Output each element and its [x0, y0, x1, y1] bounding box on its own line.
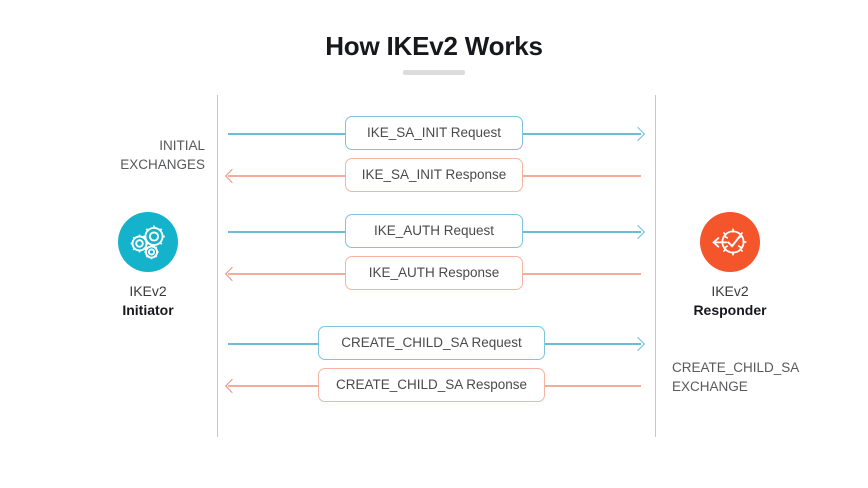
responder-role: Responder [693, 302, 767, 318]
actor-initiator[interactable]: IKEv2 Initiator [68, 212, 228, 320]
response-wire-right [523, 273, 641, 275]
title-divider [403, 70, 465, 75]
arrow-left-icon [224, 168, 240, 184]
message-label-box[interactable]: IKE_AUTH Response [345, 256, 523, 290]
response-wire-left [228, 385, 318, 387]
gears-icon [118, 212, 178, 272]
initiator-badge [118, 212, 178, 272]
initiator-role: Initiator [122, 302, 174, 318]
arrow-left-icon [224, 378, 240, 394]
message-label-box[interactable]: IKE_AUTH Request [345, 214, 523, 248]
response-wire-right [523, 175, 641, 177]
message-label-box[interactable]: IKE_SA_INIT Request [345, 116, 523, 150]
request-wire-left [228, 231, 345, 233]
gear-check-arrow-icon [700, 212, 760, 272]
request-wire-right [523, 231, 641, 233]
arrow-right-icon [630, 126, 646, 142]
response-wire-right [545, 385, 641, 387]
actor-responder[interactable]: IKEv2 Responder [650, 212, 810, 320]
lifeline-initiator [217, 95, 218, 437]
message-label-box[interactable]: CREATE_CHILD_SA Response [318, 368, 545, 402]
message-label-box[interactable]: CREATE_CHILD_SA Request [318, 326, 545, 360]
message-label-box[interactable]: IKE_SA_INIT Response [345, 158, 523, 192]
response-wire-left [228, 175, 345, 177]
arrow-right-icon [630, 336, 646, 352]
request-wire-left [228, 133, 345, 135]
responder-name: IKEv2 [711, 283, 749, 299]
page-title: How IKEv2 Works [325, 31, 543, 61]
request-wire-right [523, 133, 641, 135]
group-label-initial-exchanges: INITIAL EXCHANGES [120, 138, 205, 172]
arrow-right-icon [630, 224, 646, 240]
group-label-create-child-sa-exchange: CREATE_CHILD_SA EXCHANGE [672, 360, 800, 394]
responder-badge [700, 212, 760, 272]
request-wire-right [545, 343, 641, 345]
initiator-name: IKEv2 [129, 283, 167, 299]
lifeline-responder [655, 95, 656, 437]
request-wire-left [228, 343, 318, 345]
response-wire-left [228, 273, 345, 275]
